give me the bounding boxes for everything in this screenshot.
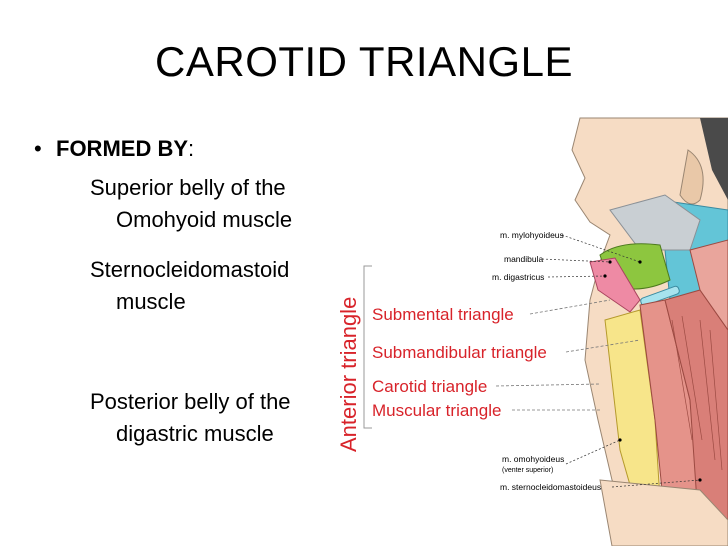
digastric-label: m. digastricus xyxy=(492,272,544,282)
ear xyxy=(679,149,704,205)
submental-triangle-label: Submental triangle xyxy=(372,305,514,324)
bullet-formed-by: • FORMED BY: xyxy=(34,136,194,162)
hyoid-bone xyxy=(640,285,680,307)
bullet-suffix: : xyxy=(188,136,195,161)
bullet-heading: FORMED BY xyxy=(56,136,188,161)
list-item-line1: Superior belly of the xyxy=(90,175,286,200)
muscle-fibres xyxy=(671,315,723,471)
list-item-line2: muscle xyxy=(116,289,186,314)
list-item-digastric: Posterior belly of the digastric muscle xyxy=(90,386,291,450)
muscular-triangle-label: Muscular triangle xyxy=(372,401,501,420)
omohyoid-label: m. omohyoideus xyxy=(502,454,564,464)
mandible-label: mandibula xyxy=(504,254,543,264)
jaw-shadow xyxy=(609,194,701,251)
digastric-muscle xyxy=(589,257,641,313)
list-item-line2: digastric muscle xyxy=(116,421,274,446)
triangle-bracket xyxy=(363,265,372,429)
list-item-line1: Sternocleidomastoid xyxy=(90,257,290,282)
neck-triangles-diagram: Anterior triangle Submental triangle Sub… xyxy=(338,100,728,546)
list-item-omohyoid: Superior belly of the Omohyoid muscle xyxy=(90,172,292,236)
chest-skin xyxy=(599,479,728,546)
submandibular-triangle-label: Submandibular triangle xyxy=(372,343,547,362)
hair-region xyxy=(700,118,728,200)
anterior-triangle-label: Anterior triangle xyxy=(338,297,361,452)
anatomy-leader-lines xyxy=(541,234,701,488)
slide-title: CAROTID TRIANGLE xyxy=(155,38,573,85)
bullet-symbol: • xyxy=(34,136,42,161)
list-item-line2: Omohyoid muscle xyxy=(116,207,293,232)
carotid-triangle-label: Carotid triangle xyxy=(372,377,487,396)
triangle-leader-lines xyxy=(495,299,641,411)
list-item-line1: Posterior belly of the xyxy=(90,389,291,414)
neck-diagram-svg: Anterior triangle Submental triangle Sub… xyxy=(338,117,728,546)
leader-dots xyxy=(603,260,702,482)
omohyoid-sub-label: (venter superior) xyxy=(502,467,553,474)
mylohyoid-label: m. mylohyoideus xyxy=(500,230,564,240)
scm-label: m. sternocleidomastoideus xyxy=(500,482,601,492)
list-item-scm: Sternocleidomastoid muscle xyxy=(90,254,289,318)
trapezius-area xyxy=(689,239,728,331)
